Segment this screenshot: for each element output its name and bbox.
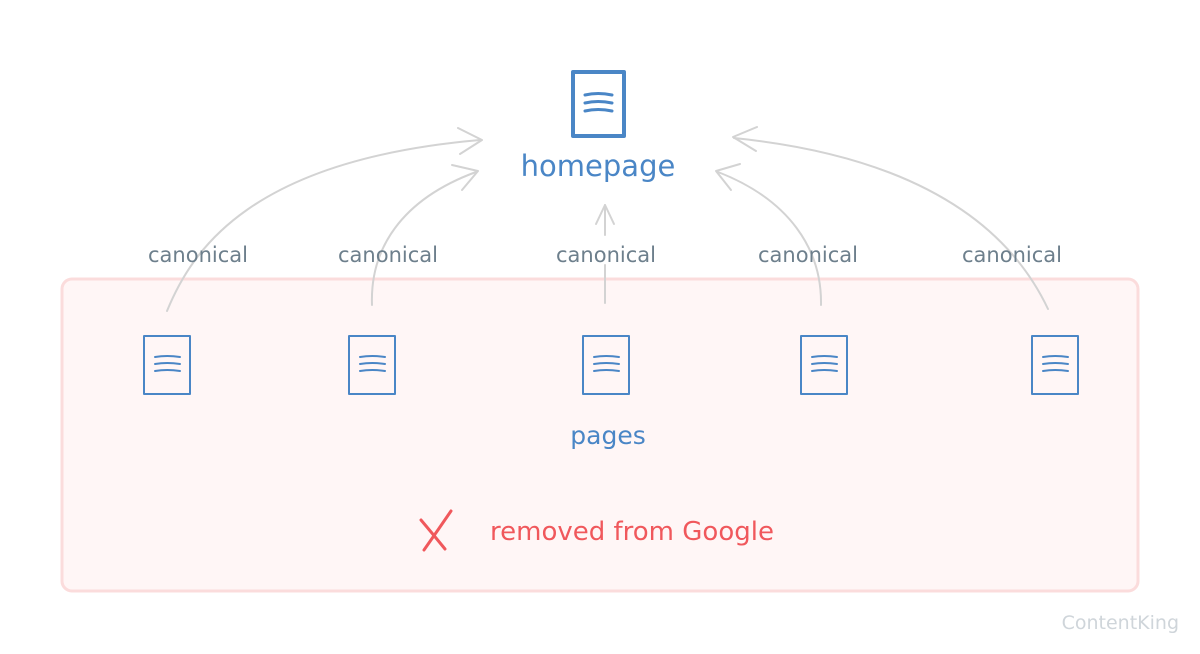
canonical-arrow-5 [733, 137, 1049, 310]
page-4-document-icon [800, 335, 848, 395]
canonical-arrow-2 [370, 171, 477, 306]
canonical-arrow-4 [717, 171, 823, 306]
page-2-document-icon [348, 335, 396, 395]
canonical-arrow-5-head [732, 126, 758, 152]
page-document-icons [143, 335, 1079, 395]
canonical-arrow-3-head [595, 204, 615, 225]
page-3-document-icon [582, 335, 630, 395]
pages-label: pages [570, 421, 645, 450]
canonical-label-3: canonical [556, 243, 656, 267]
canonical-arrow-1 [166, 139, 481, 312]
x-mark-icon [419, 509, 453, 552]
document-icon [571, 70, 626, 138]
canonical-label-4: canonical [758, 243, 858, 267]
canonical-arrow-1-head [457, 127, 483, 155]
canonical-label-2: canonical [338, 243, 438, 267]
canonical-label-1: canonical [148, 243, 248, 267]
removed-from-google-label: removed from Google [490, 517, 774, 547]
brand-logo: ContentKing [1062, 612, 1179, 634]
page-1-document-icon [143, 335, 191, 395]
pages-group-box [60, 277, 1140, 593]
page-5-document-icon [1031, 335, 1079, 395]
canonical-arrow-4-head [715, 163, 741, 191]
homepage-label: homepage [521, 149, 676, 183]
canonical-label-5: canonical [962, 243, 1062, 267]
canonical-arrow-2-head [451, 164, 479, 191]
canonical-arrows [166, 126, 1049, 312]
